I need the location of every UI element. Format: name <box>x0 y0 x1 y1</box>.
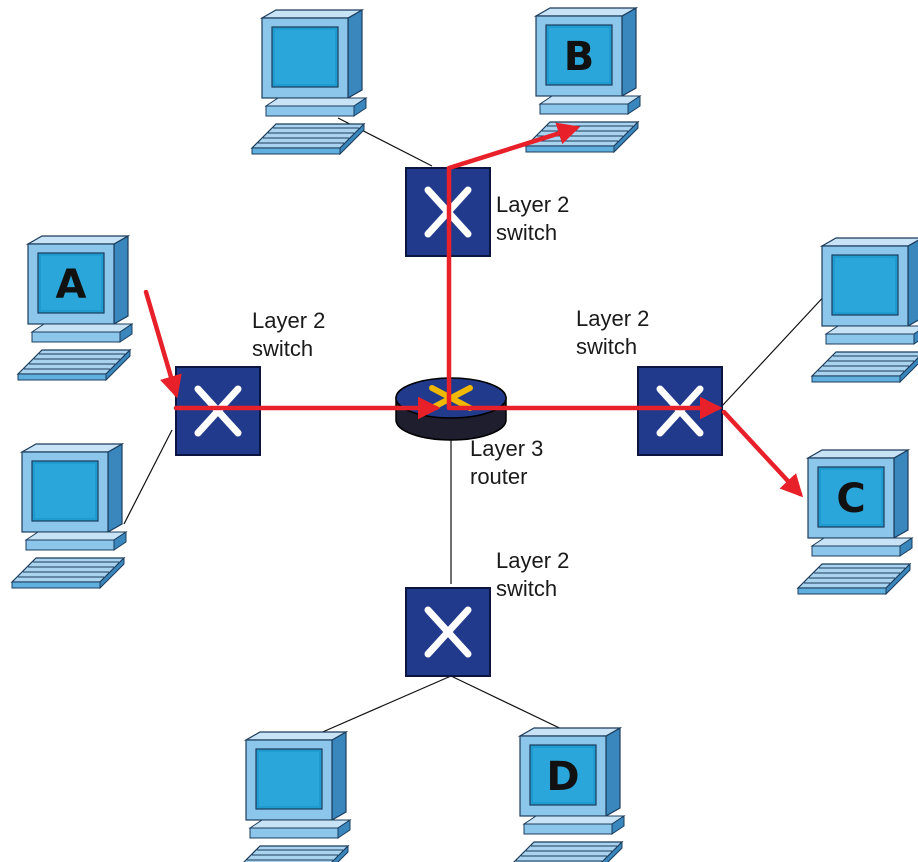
computer-b-icon: B <box>525 7 641 153</box>
computer-c-label: C <box>836 476 865 522</box>
caption-line-1: Layer 2 <box>496 192 569 217</box>
switch-left-caption: Layer 2 switch <box>252 308 325 361</box>
computer-icon <box>235 731 351 862</box>
path-arrow-router-to-b <box>446 122 581 411</box>
switch-right-caption: Layer 2 switch <box>576 306 649 359</box>
computer-icon <box>811 237 918 383</box>
link-left-switch-pc-bottom-left <box>123 429 173 525</box>
caption-line-2: switch <box>576 334 637 359</box>
computer-c-icon: C <box>797 449 913 595</box>
caption-line-1: Layer 3 <box>470 436 543 461</box>
path-arrow-switch-to-c <box>721 409 804 498</box>
link-right-switch-pc-top-right <box>721 291 829 407</box>
caption-line-2: switch <box>496 576 557 601</box>
switch-left-icon <box>176 367 260 455</box>
network-links <box>123 117 829 735</box>
switch-bottom-caption: Layer 2 switch <box>496 548 569 601</box>
caption-line-1: Layer 2 <box>252 308 325 333</box>
computer-icon <box>11 443 127 589</box>
caption-line-2: router <box>470 464 527 489</box>
caption-line-1: Layer 2 <box>496 548 569 573</box>
switch-bottom-icon <box>406 588 490 676</box>
packet-path <box>143 122 804 498</box>
link-bottom-switch-pc-d <box>450 675 573 735</box>
router-caption: Layer 3 router <box>470 436 543 489</box>
link-bottom-switch-pc-bottom-left <box>317 675 452 735</box>
computer-a-label: A <box>56 262 87 308</box>
path-arrow-a-to-switch <box>143 289 182 399</box>
switch-top-caption: Layer 2 switch <box>496 192 569 245</box>
computer-a-icon: A <box>17 235 133 381</box>
switch-right-icon <box>638 367 722 455</box>
caption-line-2: switch <box>496 220 557 245</box>
computer-d-icon: D <box>509 727 625 862</box>
caption-line-1: Layer 2 <box>576 306 649 331</box>
caption-line-2: switch <box>252 336 313 361</box>
computer-d-label: D <box>546 754 579 800</box>
computer-b-label: B <box>564 34 595 80</box>
computer-icon <box>251 9 367 155</box>
